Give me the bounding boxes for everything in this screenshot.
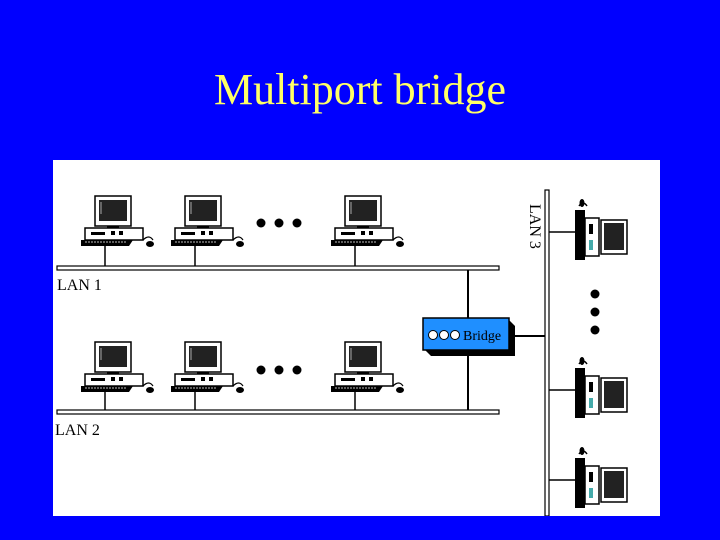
network-diagram: LAN 1 LAN 2 Bridge LAN 3: [53, 160, 660, 516]
lan1-computer-1: [80, 195, 155, 248]
lan3-computer-1: [574, 198, 628, 261]
lan2-computer-2: [170, 341, 245, 394]
lan2-label: LAN 2: [55, 422, 100, 439]
lan3-bus: [544, 189, 550, 516]
lan2-computer-3: [330, 341, 405, 394]
lan1-computer-2: [170, 195, 245, 248]
lan2-ellipsis-icon: [256, 365, 302, 375]
lan3-computer-2: [574, 356, 628, 419]
bridge-icon: Bridge: [422, 317, 515, 356]
bridge-label: Bridge: [463, 329, 501, 344]
lan1-computer-3: [330, 195, 405, 248]
lan2-computer-1: [80, 341, 155, 394]
lan3-label: LAN 3: [526, 204, 543, 249]
lan3-ellipsis-icon: [590, 289, 600, 335]
lan2-bus: [56, 409, 500, 415]
lan1-bus: [56, 265, 500, 271]
lan1-ellipsis-icon: [256, 218, 302, 228]
lan1-label: LAN 1: [57, 277, 102, 294]
slide-title: Multiport bridge: [213, 65, 507, 114]
lan3-computer-3: [574, 446, 628, 509]
